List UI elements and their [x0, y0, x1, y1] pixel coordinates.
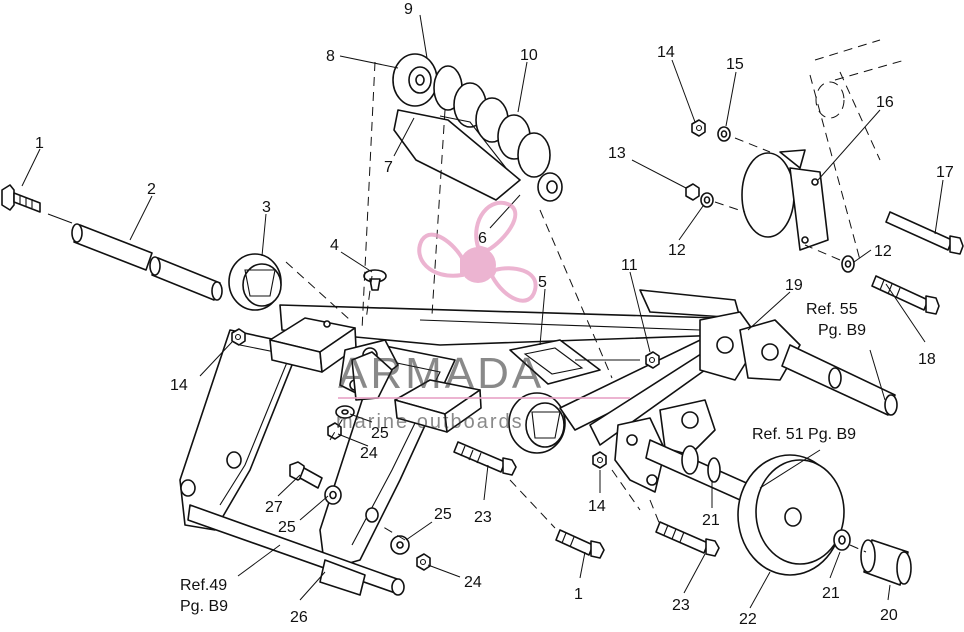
upper-cross-shaft	[279, 289, 741, 346]
bolt-1-bottom	[555, 529, 605, 559]
nut-14-center	[592, 451, 607, 469]
callout-15: 15	[726, 56, 744, 73]
callout-12-left: 12	[668, 242, 686, 259]
callout-4: 4	[330, 237, 339, 254]
callout-8: 8	[326, 48, 335, 65]
spacer-20	[860, 539, 912, 586]
callout-labels: 1 2 3 4 5 6 7 8 9 10 11 12 13 14 15 16 1…	[35, 1, 954, 628]
callout-1-top: 1	[35, 135, 44, 152]
center-bushing	[508, 392, 566, 454]
shock-absorber	[392, 53, 563, 202]
nut-13	[685, 183, 700, 201]
callout-5: 5	[538, 274, 547, 291]
callout-20: 20	[880, 607, 898, 624]
bolt-1-top	[1, 184, 73, 224]
callout-24-lower: 24	[464, 574, 482, 591]
callout-14-center: 14	[588, 498, 606, 515]
washer-12-right	[841, 255, 855, 273]
callout-18: 18	[918, 351, 936, 368]
callout-14-left: 14	[170, 377, 188, 394]
rear-link-arm	[559, 311, 801, 446]
callout-21-left: 21	[702, 512, 720, 529]
callout-27: 27	[265, 499, 283, 516]
ref-51: Ref. 51 Pg. B9	[752, 426, 856, 443]
bolt-23-center	[453, 441, 517, 476]
pin-4	[363, 269, 387, 291]
propeller-logo	[417, 200, 538, 303]
washer-21-right	[833, 529, 851, 551]
bolt-27	[289, 461, 323, 489]
callout-17: 17	[936, 164, 954, 181]
callout-13: 13	[608, 145, 626, 162]
callout-25-lower: 25	[434, 506, 452, 523]
rear-shaft-to-ref55	[781, 344, 898, 416]
ref-55-line2: Pg. B9	[818, 322, 866, 339]
bolt-17	[885, 211, 964, 255]
callout-21-right: 21	[822, 585, 840, 602]
callout-19: 19	[785, 277, 803, 294]
reference-notes: Ref. 55 Pg. B9 Ref. 51 Pg. B9 Ref.49 Pg.…	[180, 301, 866, 615]
callout-3: 3	[262, 199, 271, 216]
callout-2: 2	[147, 181, 156, 198]
mounting-bracket-left	[269, 317, 357, 373]
slotted-bracket-5	[509, 339, 640, 385]
bushing-3	[228, 253, 282, 311]
washer-25-lower	[390, 535, 410, 555]
idler-wheel-22	[737, 454, 845, 576]
callout-6: 6	[478, 230, 487, 247]
callout-leaders	[21, 14, 944, 609]
bolt-18	[871, 275, 940, 315]
callout-16: 16	[876, 94, 894, 111]
callout-12-right: 12	[874, 243, 892, 260]
callout-25-left: 25	[278, 519, 296, 536]
ref-49-line2: Pg. B9	[180, 598, 228, 615]
washer-25-left	[324, 485, 342, 505]
callout-24-upper: 24	[360, 445, 378, 462]
nut-14-top	[691, 119, 706, 137]
main-frame-rail-ghost	[809, 39, 906, 261]
spacer-tube-2	[71, 223, 223, 301]
pivot-plate-front	[339, 339, 399, 401]
washer-15	[717, 126, 731, 142]
mount-bracket-16	[741, 149, 829, 251]
callout-23-center: 23	[474, 509, 492, 526]
bolt-23-right	[655, 521, 720, 557]
callout-1-bottom: 1	[574, 586, 583, 603]
ref-49-line1: Ref.49	[180, 577, 227, 594]
washer-25-upper	[335, 405, 355, 419]
watermark-brand: ARMADA	[338, 349, 544, 398]
callout-10: 10	[520, 47, 538, 64]
callout-7: 7	[384, 159, 393, 176]
callout-23-right: 23	[672, 597, 690, 614]
callout-26: 26	[290, 609, 308, 626]
watermark-tagline: marine outboards	[336, 411, 524, 433]
callout-22: 22	[739, 611, 757, 627]
callout-9: 9	[404, 1, 413, 18]
link-plate-lower	[614, 399, 716, 493]
lower-cross-shaft	[187, 504, 405, 596]
nut-11	[645, 351, 660, 369]
callout-11: 11	[621, 257, 638, 274]
nut-24-lower	[416, 553, 431, 571]
ref-55-line1: Ref. 55	[806, 301, 858, 318]
nut-14-left	[231, 328, 246, 346]
washer-12-left	[700, 192, 714, 208]
callout-25-upper: 25	[371, 425, 389, 442]
callout-14-top: 14	[657, 44, 675, 61]
